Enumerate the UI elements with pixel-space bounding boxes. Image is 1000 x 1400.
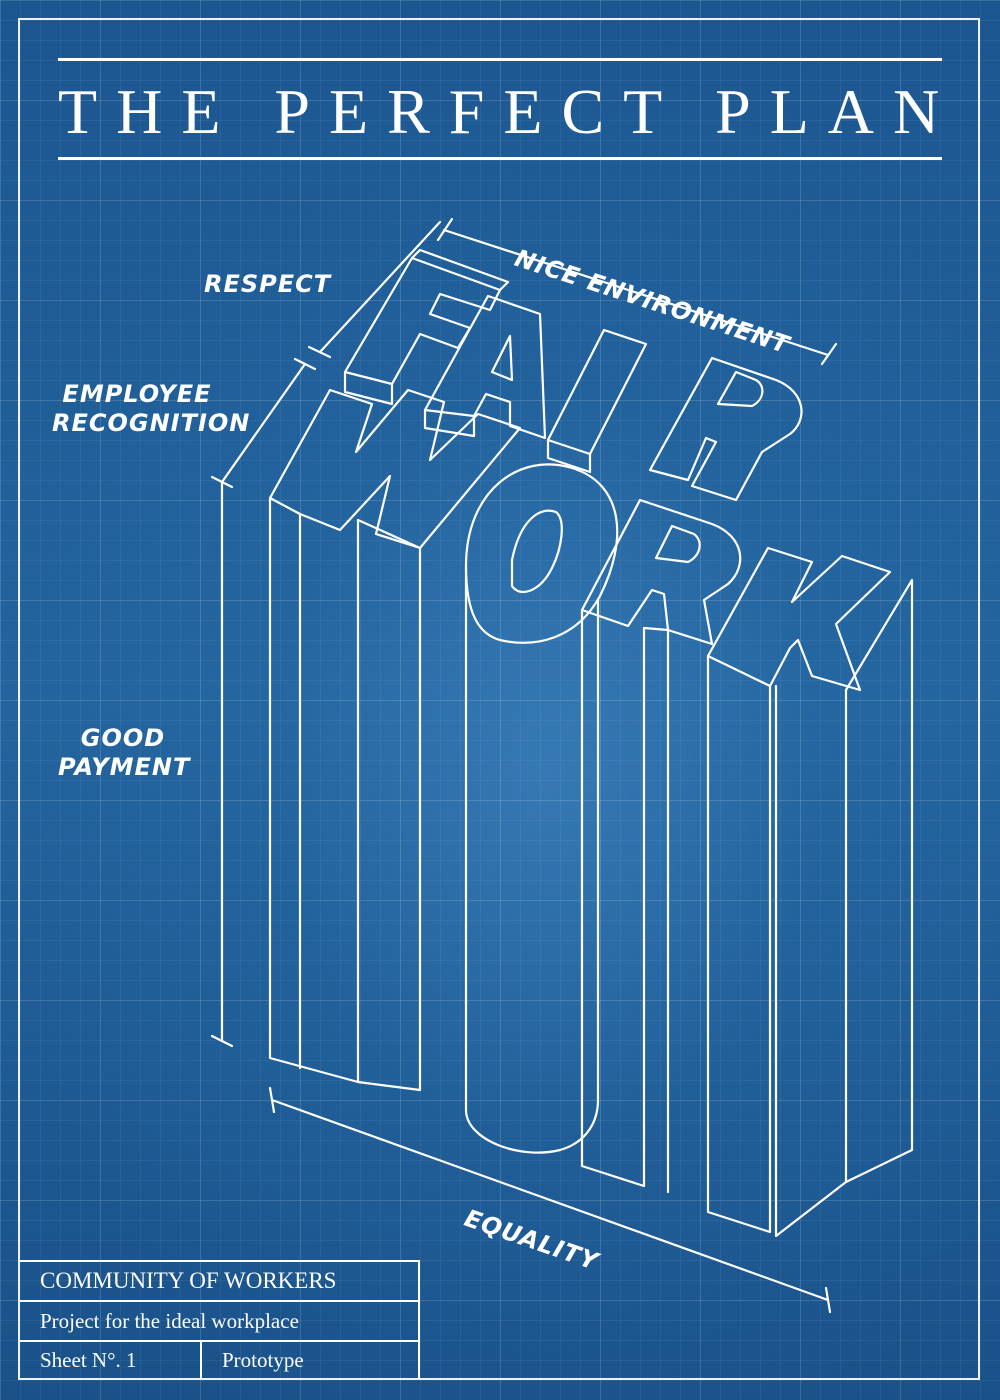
poster-title: THE PERFECT PLAN xyxy=(58,76,959,147)
title-block-sheet-number: Sheet N°. 1 xyxy=(40,1348,137,1372)
title-block-sheet-row: Sheet N°. 1 Prototype xyxy=(20,1342,418,1378)
title-block-project: Project for the ideal workplace xyxy=(20,1302,418,1342)
label-respect: RESPECT xyxy=(204,270,332,298)
title-block-status: Prototype xyxy=(222,1348,304,1372)
title-block-divider xyxy=(200,1342,202,1378)
label-good-payment: GOOD PAYMENT xyxy=(58,724,191,782)
title-rule-bottom xyxy=(58,157,942,160)
poster-frame xyxy=(18,18,980,1380)
label-good-payment-line2: PAYMENT xyxy=(58,753,191,781)
title-rule-top xyxy=(58,58,942,61)
label-employee-recognition-line1: EMPLOYEE xyxy=(62,380,212,408)
label-employee-recognition-line2: RECOGNITION xyxy=(52,409,251,437)
title-block: COMMUNITY OF WORKERS Project for the ide… xyxy=(20,1260,420,1378)
label-employee-recognition: EMPLOYEE RECOGNITION xyxy=(52,380,251,438)
label-good-payment-line1: GOOD xyxy=(80,724,166,752)
title-block-organization: COMMUNITY OF WORKERS xyxy=(20,1262,418,1302)
